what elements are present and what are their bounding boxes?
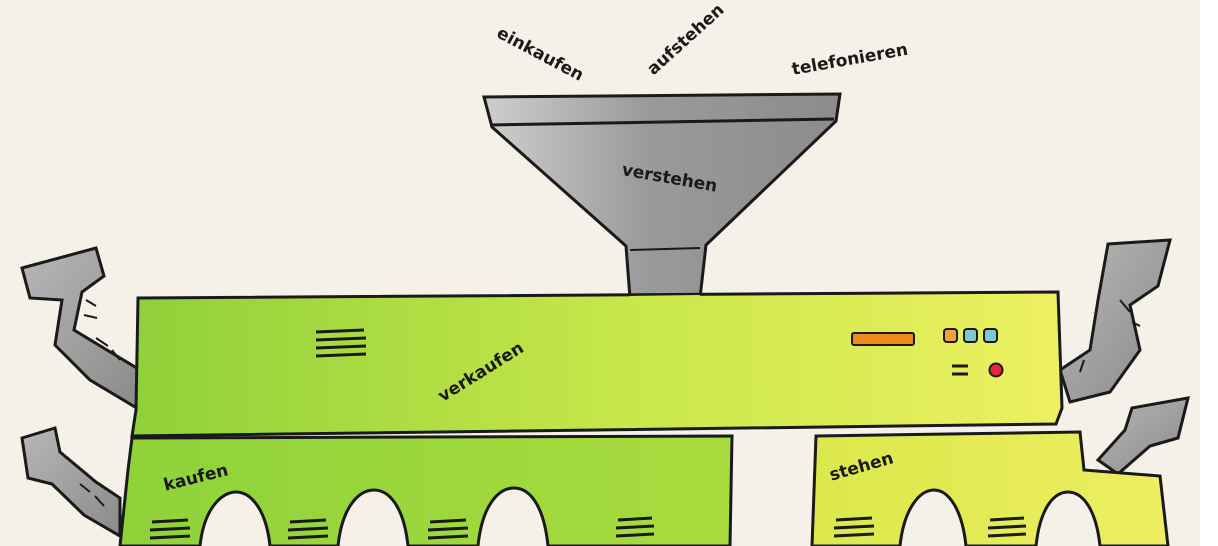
right-bottom-pipe <box>1098 398 1188 474</box>
right-top-pipe <box>1060 240 1170 402</box>
red-led <box>990 364 1003 377</box>
left-top-pipe <box>22 248 140 410</box>
display-slot <box>852 333 914 345</box>
page-edge <box>1200 0 1218 546</box>
left-bottom-pipe <box>22 428 120 536</box>
left-lower-block <box>120 436 732 546</box>
funnel <box>484 94 840 298</box>
machine-body <box>132 292 1062 436</box>
